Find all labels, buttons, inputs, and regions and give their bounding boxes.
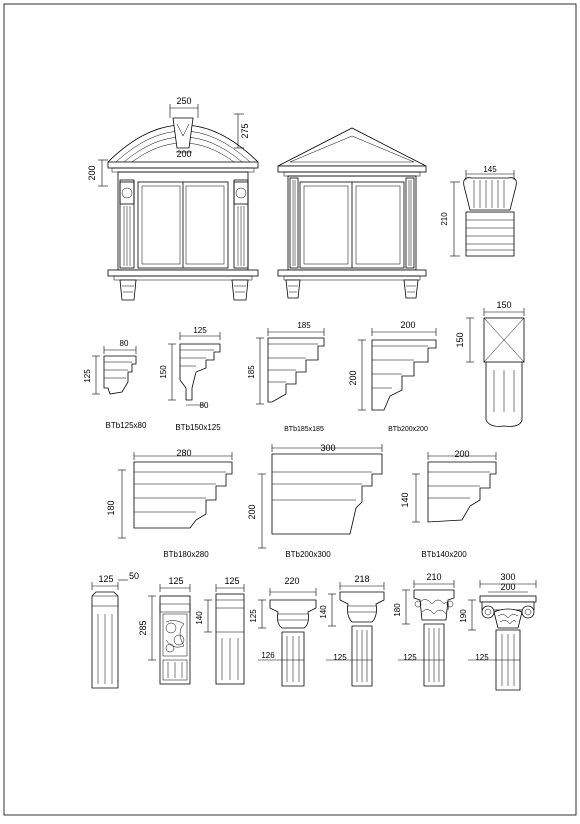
column-1: 125 50: [91, 571, 139, 689]
bracket-2-dim-h: 150: [159, 365, 168, 379]
column-2-dim-w: 125: [168, 576, 183, 586]
bracket-3-label: BTb185x185: [284, 426, 324, 433]
column-5-dim-w: 218: [354, 574, 369, 584]
cornice-2-label: BTb200x300: [285, 550, 331, 559]
bracket-1-label: BTb125x80: [106, 421, 147, 430]
cornice-2-dim-w: 300: [320, 443, 335, 453]
bracket-2-dim-neck: 80: [200, 401, 209, 410]
cornice-1-dim-w: 280: [176, 448, 191, 458]
arched-window: 250 275 200 200: [87, 96, 259, 301]
bracket-4-dim-h: 200: [348, 370, 358, 385]
column-7-dim-w: 300: [500, 572, 515, 582]
column-4: 220 125 126: [249, 576, 317, 687]
cornice-3-dim-w: 200: [454, 449, 469, 459]
bracket-2-dim-w: 125: [193, 326, 207, 335]
bracket-3-dim-h: 185: [247, 365, 256, 379]
column-7: 300 200 190 125: [459, 572, 537, 691]
column-4-dim-h: 125: [249, 609, 258, 623]
cornice-180x280: 280 180 BTb180x280: [106, 448, 233, 559]
arched-dim-keystone: 200: [176, 149, 191, 159]
column-1-dim-d: 50: [129, 571, 139, 581]
column-4-dim-shaft: 126: [261, 651, 275, 660]
corbel-detail: 145 210: [440, 165, 517, 257]
cornice-3-label: BTb140x200: [421, 550, 467, 559]
arched-dim-width: 250: [176, 96, 191, 106]
column-1-dim-w: 125: [98, 574, 113, 584]
bracket-1-dim-h: 125: [83, 369, 92, 383]
bracket-150x125: 125 150 80 BTb150x125: [159, 326, 221, 432]
column-3-dim-w: 125: [224, 576, 239, 586]
column-5-dim-h: 140: [319, 605, 328, 619]
sheet-border: [3, 3, 577, 816]
arched-dim-height: 275: [240, 123, 250, 138]
bracket-200x200: 200 200 BTb200x200: [348, 320, 437, 433]
column-7-dim-abacus: 200: [500, 582, 515, 592]
column-6: 210 180 125: [393, 572, 455, 687]
cornice-1-dim-h: 180: [106, 500, 116, 515]
cornice-200x300: 300 200 BTb200x300: [247, 443, 383, 559]
column-6-dim-w: 210: [426, 572, 441, 582]
column-5-dim-shaft: 125: [333, 653, 347, 662]
column-3-dim-h: 140: [195, 611, 204, 625]
pilaster-dim-w: 150: [496, 300, 511, 310]
corbel-dim-width: 145: [483, 165, 497, 174]
bracket-4-dim-w: 200: [400, 320, 415, 330]
cornice-3-dim-h: 140: [400, 492, 410, 507]
cornice-1-label: BTb180x280: [163, 550, 209, 559]
bracket-3-dim-w: 185: [297, 321, 311, 330]
pilaster-top-detail: 150 150: [455, 300, 525, 427]
bracket-4-label: BTb200x200: [388, 426, 428, 433]
cornice-2-dim-h: 200: [247, 504, 257, 519]
column-2-dim-h: 285: [138, 620, 148, 635]
column-6-dim-shaft: 125: [403, 653, 417, 662]
column-5: 218 140 125: [319, 574, 385, 687]
bracket-1-dim-w: 80: [120, 339, 129, 348]
cornice-140x200: 200 140 BTb140x200: [400, 449, 497, 559]
column-4-dim-w: 220: [284, 576, 299, 586]
arched-dim-side: 200: [87, 165, 97, 180]
pediment-window: [277, 127, 427, 299]
pilaster-dim-h: 150: [455, 332, 465, 347]
bracket-185x185: 185 185 BTb185x185: [247, 321, 325, 433]
column-3: 125 140: [195, 576, 245, 685]
column-7-dim-h: 190: [459, 609, 468, 623]
column-6-dim-h: 180: [393, 603, 402, 617]
corbel-dim-height: 210: [440, 212, 449, 226]
column-7-dim-shaft: 125: [475, 653, 489, 662]
column-2: 125 285: [138, 576, 191, 685]
bracket-125x80: 80 125 BTb125x80: [83, 339, 147, 430]
bracket-2-label: BTb150x125: [175, 423, 221, 432]
